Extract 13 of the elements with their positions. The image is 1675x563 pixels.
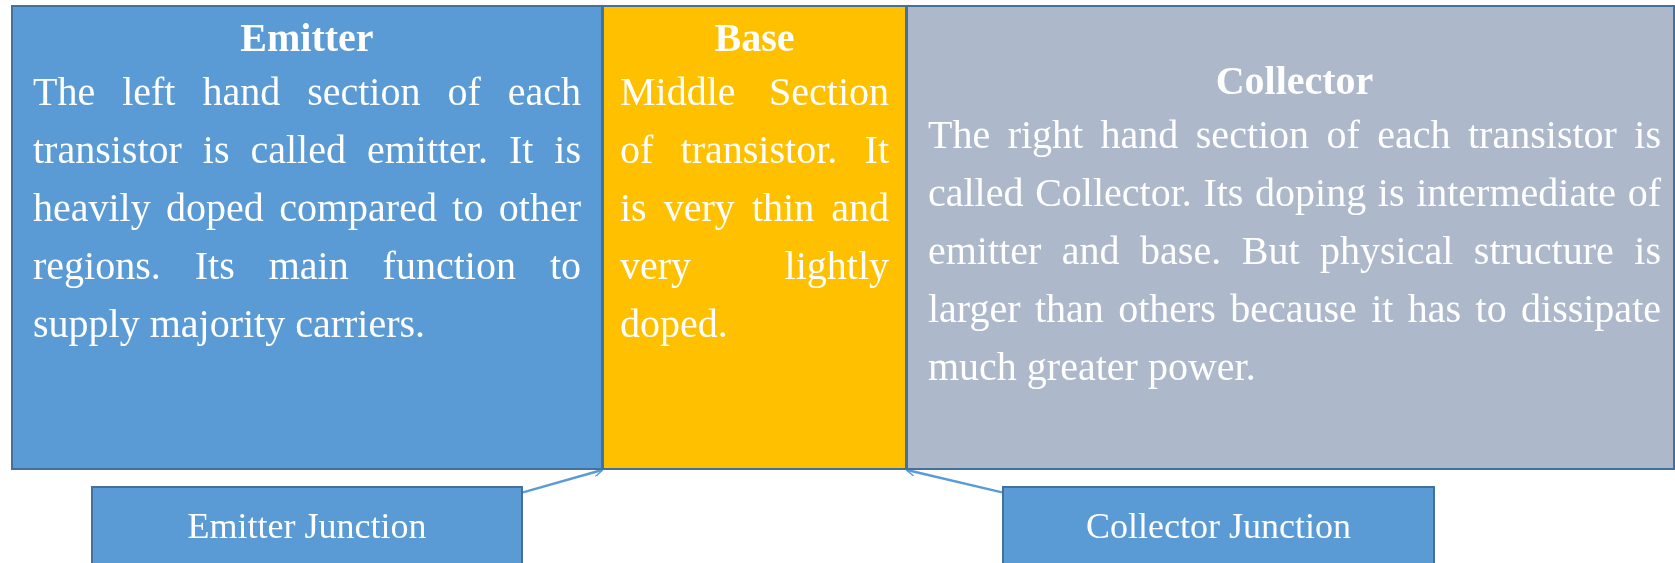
junction-label-box (91, 486, 523, 563)
region-heading: Emitter (239, 14, 375, 62)
junction-label: Emitter Junction (187, 505, 427, 547)
base-region-box (602, 5, 907, 470)
region-heading: Base (713, 14, 796, 62)
region-description: The left hand section of each transistor is called emitter. It is heavily doped compared to other regions. Its main function to supply majority carriers. (33, 68, 581, 348)
junction-label-box (1002, 486, 1435, 563)
collector-region-box (906, 5, 1675, 470)
emitter-region-box (11, 5, 603, 470)
junction-label: Collector Junction (1086, 505, 1351, 547)
region-description: Middle Section of transistor. It is very thin and very lightly doped. (620, 68, 889, 348)
region-description: The right hand section of each transistor is called Collector. Its doping is intermediate of emitter and base. But physical structure is larger than others because it has to dissipate much greater power. (928, 110, 1661, 391)
region-heading: Collector (1214, 56, 1375, 105)
